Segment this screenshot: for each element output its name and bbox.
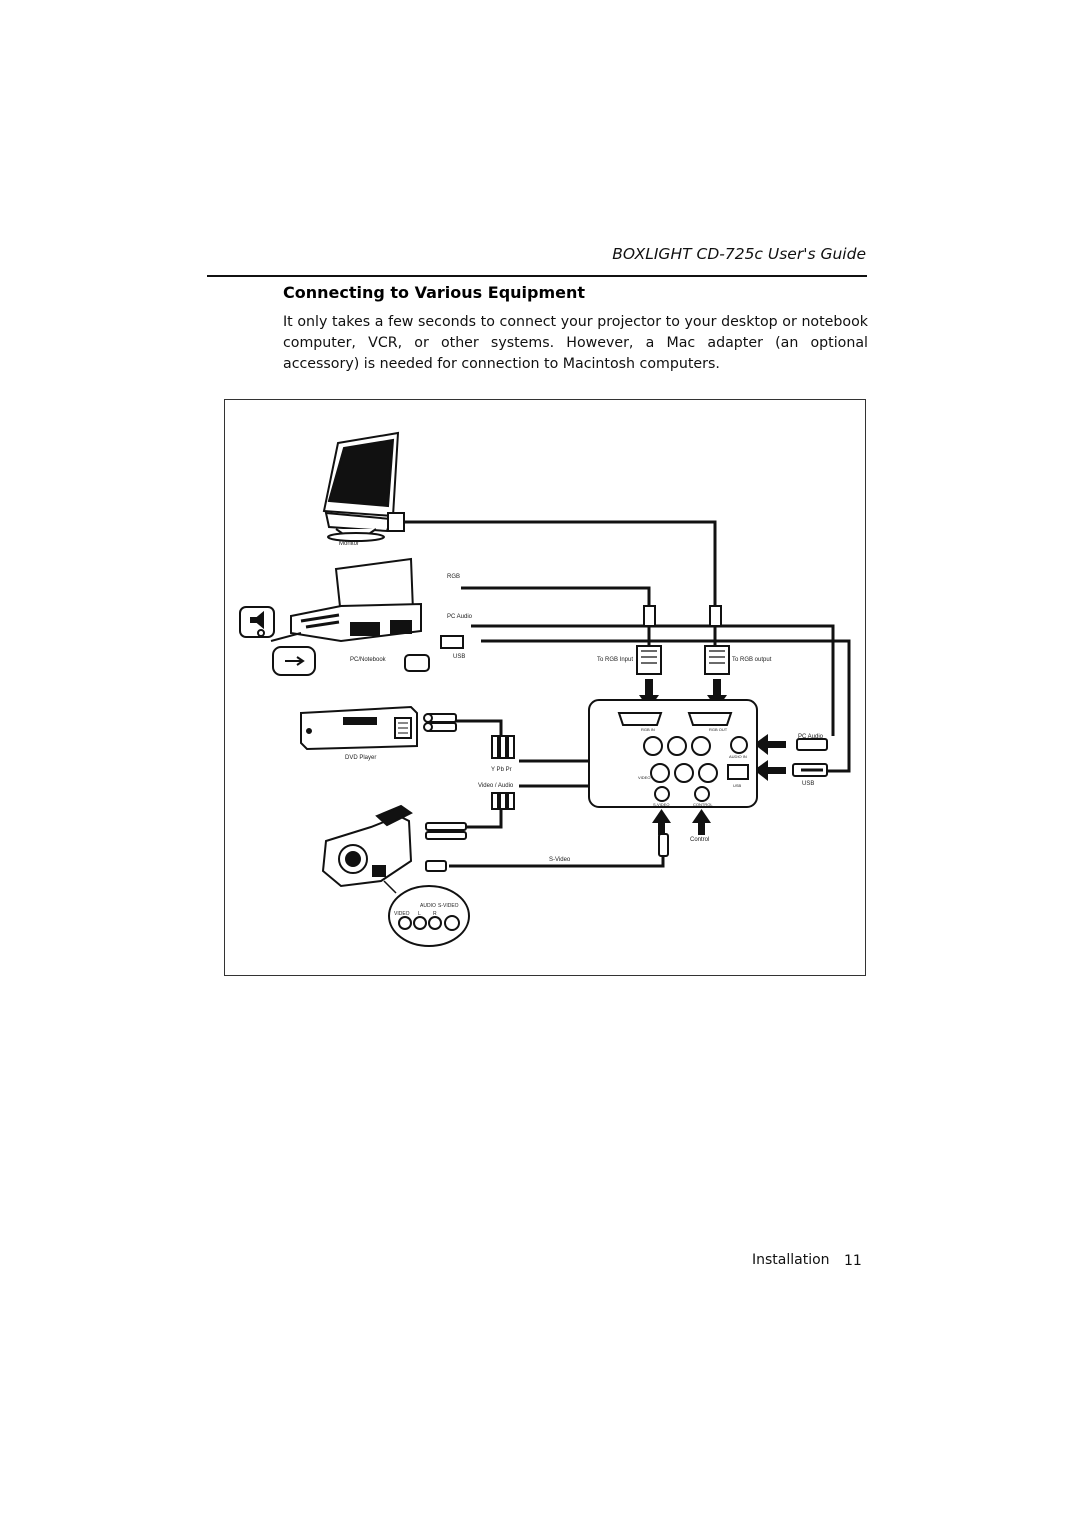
to-rgb-input-label: To RGB Input: [597, 657, 633, 663]
panel-audio-in-label: AUDIO IN: [729, 754, 747, 759]
camcorder-plugs: [425, 822, 467, 872]
vga-port-icon: [404, 654, 430, 672]
dvd-rca-plugs: [423, 713, 457, 732]
monitor-label: Monitor: [339, 541, 359, 547]
dvd-cable: [456, 719, 503, 736]
connection-diagram-svg: RGB IN RGB OUT AUDIO IN VIDEO USB S-VIDE…: [239, 431, 851, 947]
usb-left-label: USB: [453, 654, 465, 660]
connection-diagram: RGB IN RGB OUT AUDIO IN VIDEO USB S-VIDE…: [224, 399, 866, 976]
monitor-icon: [322, 431, 400, 542]
usb-cable: [481, 639, 851, 773]
to-rgb-output-label: To RGB output: [732, 657, 772, 663]
rgb-cable: [461, 586, 651, 606]
y-pb-pr-label: Y Pb Pr: [491, 767, 512, 773]
camcorder-jacks-detail: [383, 880, 470, 947]
usb-connector-icon: [440, 635, 464, 649]
svideo-cable: [449, 856, 665, 868]
cam-r-label: R: [433, 911, 437, 917]
intro-paragraph: It only takes a few seconds to connect y…: [283, 314, 868, 372]
pc-audio-left-label: PC Audio: [447, 614, 473, 620]
cam-l-label: L: [418, 911, 421, 917]
ypbpr-connectors: [491, 735, 515, 759]
panel-usb-label: USB: [733, 783, 742, 788]
rgb-label: RGB: [447, 574, 460, 580]
video-audio-label: Video / Audio: [478, 783, 514, 789]
rgb-plugs: [636, 605, 730, 675]
arrow-pc-audio-icon: [754, 734, 786, 755]
usb-lead-line: [270, 632, 302, 642]
monitor-cable: [404, 520, 717, 606]
right-plugs: [658, 738, 828, 857]
control-label: Control: [690, 837, 709, 843]
audio-label: AUDIO: [420, 903, 436, 909]
dvd-player-icon: [300, 705, 418, 751]
panel-control-label: CONTROL: [693, 802, 713, 807]
s-video-caps-label: S-VIDEO: [438, 903, 459, 909]
guide-title: BOXLIGHT CD-725c User's Guide: [612, 245, 866, 263]
projector-panel: [588, 699, 758, 808]
usb-right-label: USB: [802, 781, 814, 787]
pc-audio-right-label: PC Audio: [798, 734, 824, 740]
pc-notebook-label: PC/Notebook: [350, 657, 387, 663]
footer-section-label: Installation: [752, 1252, 830, 1268]
panel-s-video-label: S-VIDEO: [653, 802, 669, 807]
panel-rgb-in-label: RGB IN: [641, 727, 655, 732]
s-video-label: S-Video: [549, 857, 571, 863]
panel-rgb-out-label: RGB OUT: [709, 727, 728, 732]
panel-video-label: VIDEO: [638, 775, 650, 780]
speaker-plug-icon: [239, 606, 275, 638]
pc-audio-cable: [471, 624, 835, 736]
arrow-usb-icon: [754, 760, 786, 781]
dvd-player-label: DVD Player: [345, 755, 376, 761]
page-number: 11: [844, 1253, 862, 1269]
av-connectors: [491, 792, 515, 810]
camcorder-icon: [321, 804, 413, 888]
notebook-icon: [290, 557, 422, 643]
video-caps-label: VIDEO: [394, 911, 410, 917]
section-title: Connecting to Various Equipment: [283, 283, 586, 302]
cables: [404, 520, 851, 868]
arrow-control-icon: [692, 809, 711, 835]
arrow-svideo-icon: [652, 809, 671, 835]
header-rule: [207, 275, 867, 277]
monitor-vga-plug-icon: [387, 512, 405, 532]
usb-plug-icon: [272, 646, 316, 676]
